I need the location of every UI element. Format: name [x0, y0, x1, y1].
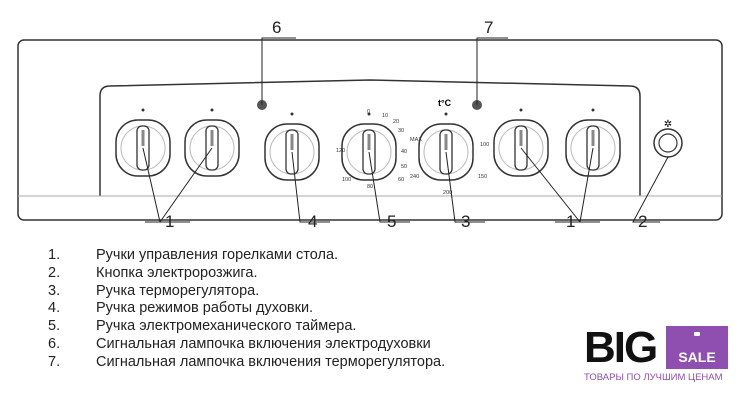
legend-item: 1. Ручки управления горелками стола. — [48, 247, 445, 265]
timer-scale-label: 50 — [401, 164, 407, 170]
callout-4: 4 — [308, 212, 317, 231]
legend-number: 6. — [48, 335, 61, 352]
timer-scale-label: 0 — [367, 109, 370, 115]
bigsale-logo: BIG SALE ТОВАРЫ ПО ЛУЧШИМ ЦЕНАМ — [584, 326, 734, 386]
timer-scale-label: 60 — [398, 177, 404, 183]
legend-text: Сигнальная лампочка включения терморегул… — [96, 353, 446, 370]
timer-scale-label: 20 — [393, 119, 399, 125]
callout-3: 3 — [461, 212, 470, 231]
legend-item: 2. Кнопка электророзжига. — [48, 265, 445, 283]
legend-item: 7. Сигнальная лампочка включения терморег… — [48, 354, 445, 372]
legend-number: 5. — [48, 318, 61, 335]
legend-item: 4. Ручка режимов работы духовки. — [48, 300, 445, 318]
legend-number: 3. — [48, 282, 61, 299]
legend-text: Ручка электромеханического таймера. — [96, 318, 357, 335]
legend-text: Кнопка электророзжига. — [96, 264, 258, 281]
legend-number: 7. — [48, 353, 61, 370]
burner-knob-3[interactable] — [493, 108, 549, 177]
callout-6: 6 — [272, 18, 281, 37]
legend-text: Ручка терморегулятора. — [96, 282, 260, 299]
panel-inner — [99, 79, 641, 196]
legend-text: Ручка режимов работы духовки. — [96, 300, 314, 317]
legend-list: 1. Ручки управления горелками стола. 2. Кно… — [48, 247, 445, 372]
legend-item: 3. Ручка терморегулятора. — [48, 283, 445, 301]
panel-outer — [17, 39, 723, 221]
logo-big: BIG — [584, 323, 658, 372]
leader-lines — [142, 37, 669, 223]
callout-5: 5 — [387, 212, 396, 231]
callout-1b: 1 — [566, 212, 575, 231]
legend-item: 6. Сигнальная лампочка включения электрод… — [48, 336, 445, 354]
legend-number: 2. — [48, 264, 61, 281]
callout-2: 2 — [638, 212, 647, 231]
logo-sale: SALE — [666, 326, 728, 369]
timer-knob[interactable] — [341, 112, 397, 181]
logo-tagline: ТОВАРЫ ПО ЛУЧШИМ ЦЕНАМ — [584, 372, 723, 383]
burner-knob-4[interactable] — [565, 108, 621, 177]
thermo-scale-label: 150 — [478, 174, 487, 180]
timer-max-label: MAX — [410, 137, 422, 143]
thermo-scale-label: 240 — [410, 174, 419, 180]
timer-scale-label: 30 — [398, 128, 404, 134]
timer-scale-label: 10 — [382, 113, 388, 119]
legend-number: 4. — [48, 300, 61, 317]
burner-knob-2[interactable] — [184, 108, 240, 177]
legend-item: 5. Ручка электромеханического таймера. — [48, 318, 445, 336]
legend-text: Ручки управления горелками стола. — [96, 247, 339, 263]
callout-7: 7 — [484, 18, 493, 37]
thermostat-knob[interactable] — [418, 112, 474, 181]
timer-scale-label: 120 — [336, 148, 345, 154]
legend-number: 1. — [48, 247, 61, 263]
thermo-label: t°C — [438, 98, 452, 108]
timer-scale-label: 80 — [367, 184, 373, 190]
callout-1a: 1 — [165, 212, 174, 231]
burner-knob-1[interactable] — [115, 108, 171, 177]
thermo-scale-label: 200 — [443, 190, 452, 196]
thermo-scale-label: 100 — [480, 142, 489, 148]
ignition-button[interactable] — [653, 128, 683, 158]
spark-icon: ✲ — [664, 119, 672, 130]
legend-text: Сигнальная лампочка включения электродух… — [96, 335, 431, 352]
oven-mode-knob[interactable] — [264, 112, 320, 181]
knobs — [115, 108, 621, 181]
timer-scale-label: 40 — [401, 149, 407, 155]
timer-scale-label: 100 — [342, 177, 351, 183]
